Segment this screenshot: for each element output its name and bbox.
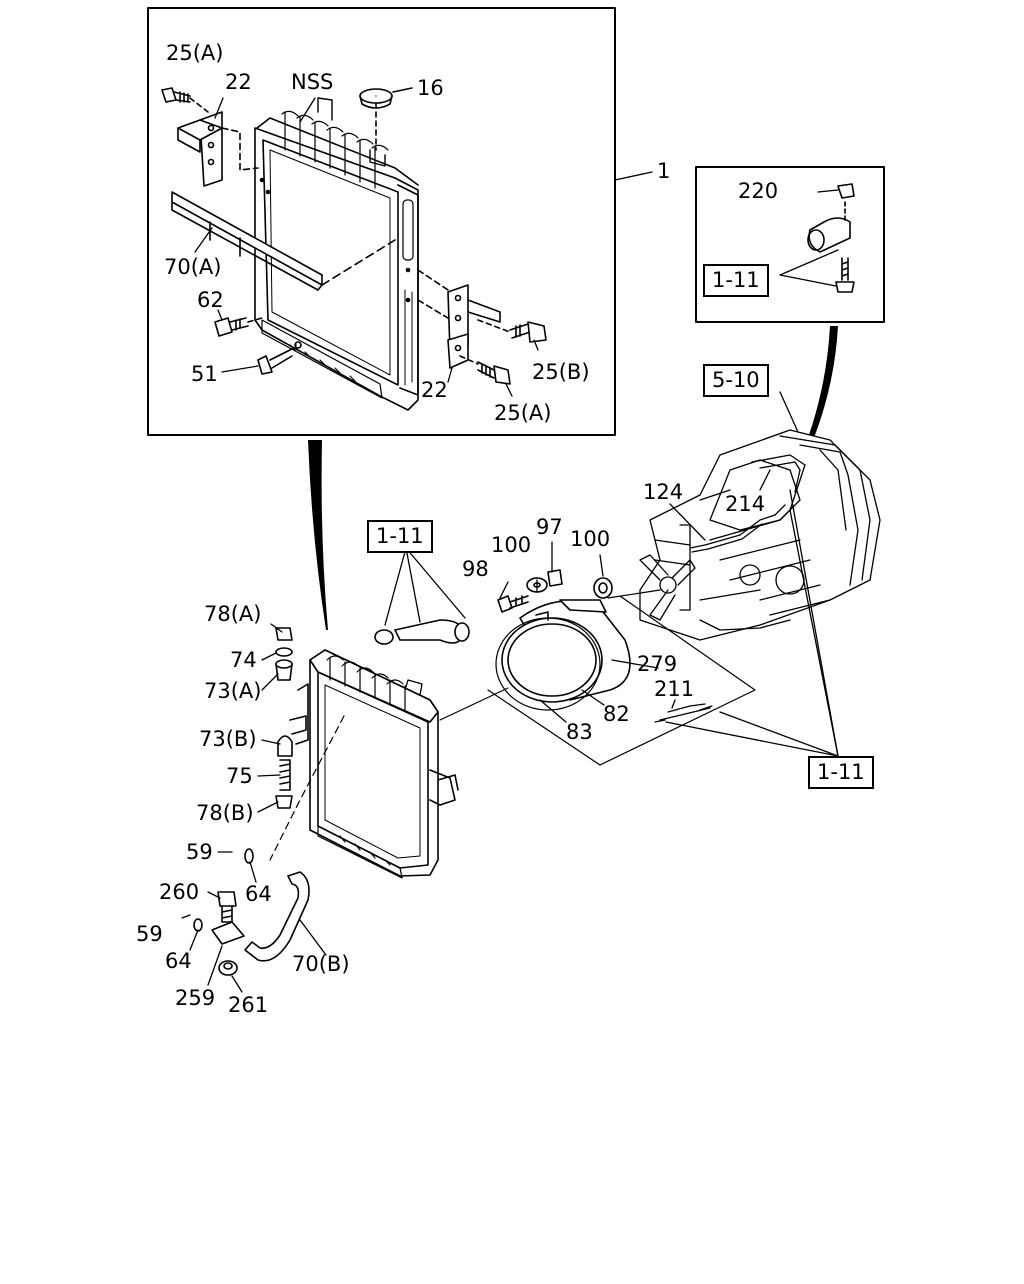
- callout-51: 51: [191, 362, 218, 386]
- callout-220: 220: [738, 179, 779, 203]
- callout-59-lower: 59: [136, 922, 163, 946]
- mount-bracket-detail: [779, 183, 855, 293]
- callout-22-upper: 22: [225, 70, 252, 94]
- bolt-62: [214, 317, 263, 337]
- callout-211: 211: [654, 677, 695, 701]
- ref-box-5-10: 5-10: [703, 364, 769, 397]
- leader-1: [614, 171, 653, 181]
- callout-74: 74: [230, 648, 257, 672]
- callout-82: 82: [603, 702, 630, 726]
- upper-hose: [374, 619, 470, 645]
- inset-pointer: [308, 440, 328, 630]
- callout-97: 97: [536, 515, 563, 539]
- callout-64-upper: 64: [245, 882, 272, 906]
- callout-70a: 70(A): [164, 255, 222, 279]
- drain-cock-assembly: [193, 848, 254, 976]
- callout-62: 62: [197, 288, 224, 312]
- connection-lines: [269, 589, 756, 861]
- mount-inset-frame: [695, 166, 885, 323]
- callout-75: 75: [226, 764, 253, 788]
- callout-70b: 70(B): [292, 952, 350, 976]
- bolt-25b: [477, 319, 547, 343]
- callout-59-upper: 59: [186, 840, 213, 864]
- callout-1: 1: [657, 159, 671, 183]
- radiator-inset-frame: [147, 7, 616, 436]
- callout-214: 214: [725, 492, 766, 516]
- lower-hose-70b: [244, 871, 310, 962]
- stay-bar-70a: [171, 191, 396, 291]
- callout-64-lower: 64: [165, 949, 192, 973]
- callout-100-left: 100: [491, 533, 532, 557]
- engine-fan: [639, 554, 696, 621]
- bolt-25a-upper: [161, 87, 209, 113]
- bracket-upper-left: [177, 111, 259, 187]
- callout-leaders: [181, 489, 839, 993]
- bracket-lower-right: [417, 269, 501, 369]
- callout-83: 83: [566, 720, 593, 744]
- callout-73a: 73(A): [204, 679, 262, 703]
- callout-261: 261: [228, 993, 269, 1017]
- bolt-25a-lower: [459, 355, 511, 385]
- ref-box-1-11-right: 1-11: [808, 756, 874, 789]
- drain-plug-51: [257, 341, 302, 375]
- inset-leaders: [194, 95, 539, 397]
- engine-leaders: [669, 391, 799, 541]
- callout-16: 16: [417, 76, 444, 100]
- fan-shroud: [495, 599, 631, 711]
- callout-25a-upper: 25(A): [166, 41, 224, 65]
- mount-hardware-column: [275, 627, 293, 809]
- callout-78a: 78(A): [204, 602, 262, 626]
- engine-assembly: [639, 429, 881, 641]
- callout-25b: 25(B): [532, 360, 590, 384]
- callout-nss: NSS: [291, 70, 334, 94]
- callout-124: 124: [643, 480, 684, 504]
- callout-98: 98: [462, 557, 489, 581]
- callout-260: 260: [159, 880, 200, 904]
- callout-259: 259: [175, 986, 216, 1010]
- shroud-hardware: [497, 569, 613, 613]
- callout-25a-lower: 25(A): [494, 401, 552, 425]
- callout-100-right: 100: [570, 527, 611, 551]
- callout-73b: 73(B): [199, 727, 257, 751]
- callout-279: 279: [637, 652, 678, 676]
- ref-box-1-11-hose: 1-11: [367, 520, 433, 553]
- mount-pointer: [796, 326, 838, 470]
- ref-box-1-11-mount: 1-11: [703, 264, 769, 297]
- main-radiator: [289, 649, 459, 879]
- callout-78b: 78(B): [196, 801, 254, 825]
- radiator-core-detail: [254, 97, 419, 411]
- callout-22-lower: 22: [421, 378, 448, 402]
